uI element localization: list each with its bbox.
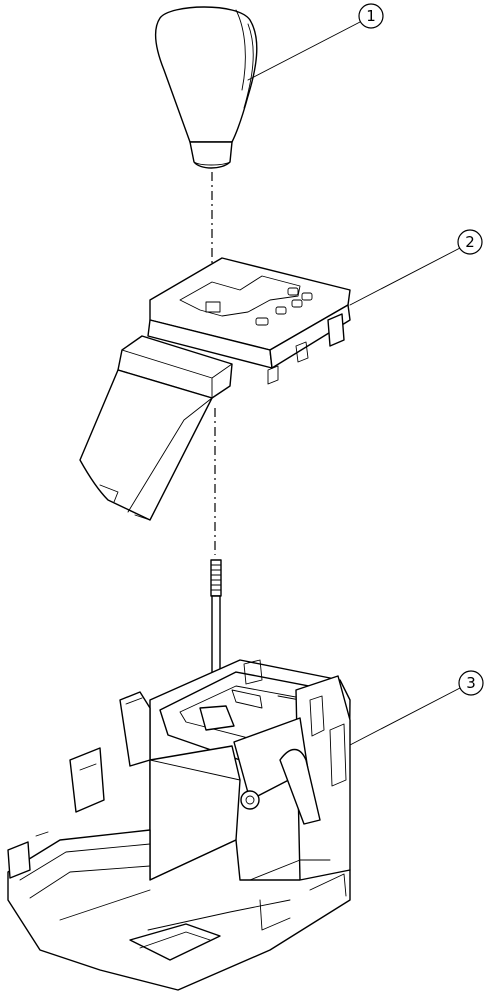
callout-3-label: 3 [466, 674, 476, 692]
shift-knob [154, 6, 258, 169]
callout-1-label: 1 [366, 7, 376, 25]
callout-1: 1 [247, 3, 384, 81]
selector-lever-assembly [7, 559, 351, 991]
callout-2-label: 2 [465, 233, 475, 251]
callout-2: 2 [349, 229, 483, 306]
shift-indicator-panel [79, 257, 351, 521]
callout-3: 3 [349, 670, 484, 746]
